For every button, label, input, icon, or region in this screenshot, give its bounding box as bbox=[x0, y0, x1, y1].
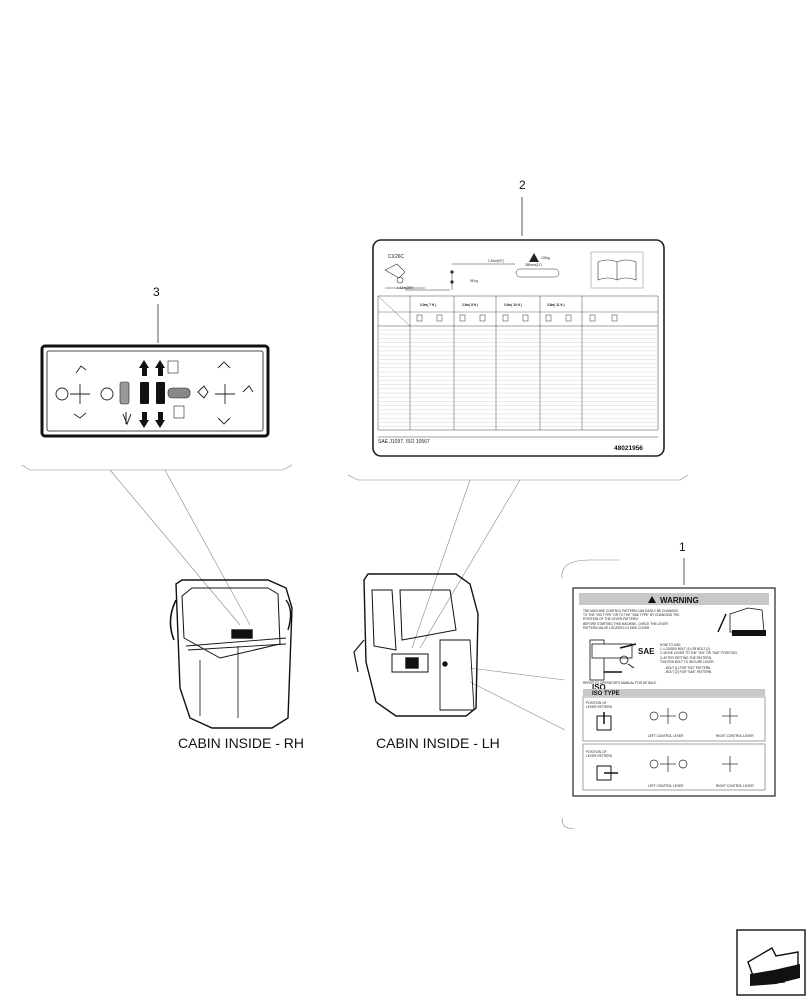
manual-book-icon bbox=[590, 251, 644, 289]
load-footer-standards: SAE J1097, ISO 10567 bbox=[378, 439, 430, 445]
how-to-0: HOW TO USE: bbox=[660, 643, 681, 647]
left-lever-2: LEFT CONTROL LEVER bbox=[648, 784, 684, 788]
caption-cabin-lh: CABIN INSIDE - LH bbox=[376, 735, 500, 751]
right-lever-1: RIGHT CONTROL LEVER bbox=[716, 734, 754, 738]
left-lever-1: LEFT CONTROL LEVER bbox=[648, 734, 684, 738]
width-label: 280mm(11") bbox=[525, 263, 542, 267]
load-table: 2.0m( 7 ft ) 2.5m( 8 ft ) 3.0m( 10 ft ) … bbox=[377, 295, 659, 431]
navigation-arrow-icon[interactable] bbox=[736, 929, 806, 996]
how-to-1: 1. LOOSEN BOLT (1) OR BOLT (2). bbox=[660, 647, 711, 651]
control-pattern-decal bbox=[40, 344, 270, 438]
travel-lever-icon bbox=[119, 360, 191, 428]
lever-pattern-1: LEVER-PATTERN bbox=[586, 705, 613, 709]
position-of-1: POSITION OF bbox=[586, 701, 607, 705]
callout-3: 3 bbox=[153, 285, 160, 299]
load-col-1: 2.0m( 7 ft ) bbox=[420, 303, 436, 307]
mini-excavator-icon bbox=[717, 607, 766, 636]
lever-pattern-2: LEVER-PATTERN bbox=[586, 754, 613, 758]
callout-1: 1 bbox=[679, 540, 686, 554]
how-to-6: - BOLT (2) FOR "SAE" PATTERN bbox=[664, 670, 712, 674]
load-col-3: 3.0m( 10 ft ) bbox=[504, 303, 522, 307]
warning-decal: WARNING THE MACHINE CONTROL PATTERN CAN … bbox=[572, 587, 776, 797]
warning-triangle-icon bbox=[648, 596, 656, 603]
load-col-4: 3.5m( 11 ft ) bbox=[547, 303, 565, 307]
cabin-rh-illustration bbox=[169, 579, 293, 729]
weight-warning-icon: 120kg bbox=[529, 253, 550, 262]
position-of-2: POSITION OF bbox=[586, 750, 607, 754]
right-lever-arrows-icon bbox=[197, 361, 254, 425]
load-chart-model: CX26C bbox=[388, 254, 405, 260]
warning-line-1: THE MACHINE CONTROL PATTERN CAN EASILY B… bbox=[583, 609, 679, 613]
load-col-2: 2.5m( 8 ft ) bbox=[462, 303, 478, 307]
reach-label: 1.54m(5'0") bbox=[488, 259, 504, 263]
warning-line-4: BEFORE STARTING THIS MACHINE, CHECK THE … bbox=[583, 622, 669, 626]
iso-type-heading: ISO TYPE bbox=[592, 691, 620, 697]
warning-title: WARNING bbox=[660, 596, 699, 605]
sae-label: SAE bbox=[638, 647, 655, 656]
excavator-icon bbox=[384, 263, 425, 289]
right-lever-2: RIGHT CONTROL LEVER bbox=[716, 784, 754, 788]
callout-2: 2 bbox=[519, 178, 526, 192]
leader-lines bbox=[21, 464, 689, 829]
how-to-4: TIGHTEN BOLT TO SECURE LEVER. bbox=[660, 660, 715, 664]
load-footer-part-number: 48021956 bbox=[614, 445, 643, 452]
caption-cabin-rh: CABIN INSIDE - RH bbox=[178, 735, 304, 751]
lever-pattern-valve-diagram bbox=[589, 639, 637, 681]
warning-line-5: PATTERN VALVE LOCATED LH SIDE COVER. bbox=[583, 626, 650, 630]
warning-line-3: POSITION OF THE LEVER-PATTERN. bbox=[583, 617, 639, 621]
refer-manual: REFER TO OPERATOR'S MANUAL FOR DETAILS. bbox=[583, 681, 657, 685]
left-lever-arrows-icon bbox=[55, 365, 114, 419]
height-label: 1.12m(3'8") bbox=[397, 286, 413, 290]
weight-small-label: 55 kg bbox=[470, 279, 478, 283]
how-to-5: - BOLT (1) FOR "ISO" PATTERN bbox=[664, 666, 711, 670]
iso-label: ISO bbox=[592, 683, 606, 692]
load-chart-decal: CX26C 1.54m(5'0") 55 kg 1.12m(3'8") 280m… bbox=[372, 239, 665, 457]
how-to-2: 2. MOVE LEVER TO THE "ISO" OR "SAE" POSI… bbox=[660, 651, 738, 655]
cabin-lh-illustration bbox=[353, 573, 479, 717]
warning-line-2: TO THE "ISO TYPE" OR TO THE "SAE TYPE" B… bbox=[583, 613, 679, 617]
weight-label: 120kg bbox=[541, 256, 550, 260]
how-to-3: 3. AFTER SETTING THE PATTERN, bbox=[660, 656, 712, 660]
